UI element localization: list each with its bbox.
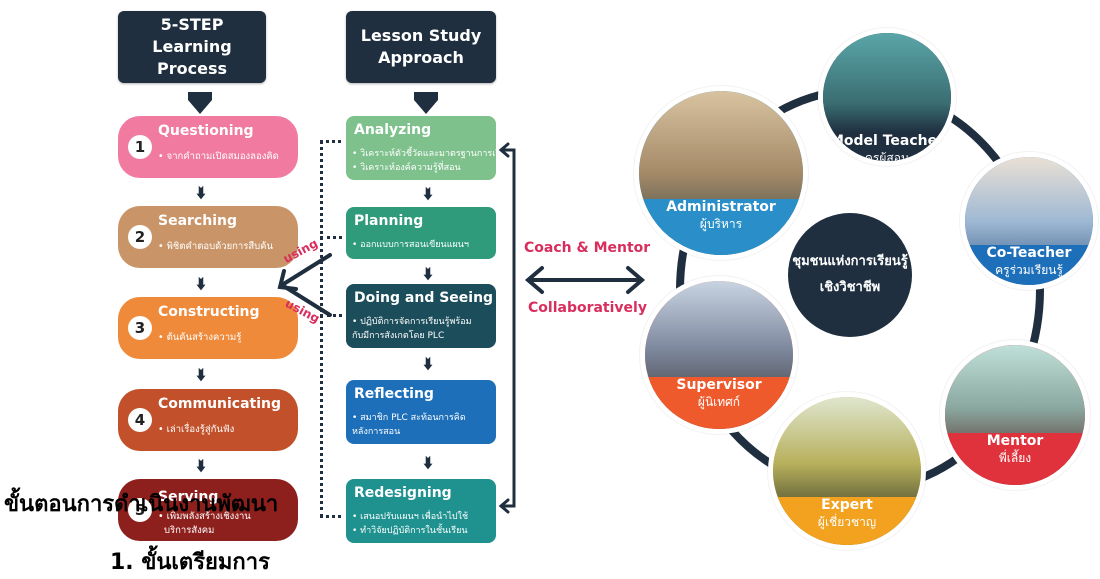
down-arrow-icon: [188, 92, 212, 114]
circle-title: Supervisor: [676, 377, 762, 393]
expert-band: Expert ผู้เชี่ยวชาญ: [773, 497, 921, 545]
double-arrow-icon: [524, 266, 646, 294]
circle-supervisor: Supervisor ผู้นิเทศก์: [640, 276, 798, 434]
down-arrow-icon: 🢛: [196, 456, 206, 477]
administrator-band: Administrator ผู้บริหาร: [639, 199, 803, 255]
down-arrow-icon: 🢛: [423, 354, 433, 375]
ls-line2: กับมีการสังเกตโดย PLC: [352, 331, 445, 341]
ls-line2: หลังการสอน: [352, 427, 401, 437]
co-teacher-band: Co-Teacher ครูร่วมเรียนรู้: [965, 245, 1093, 285]
step-constructing: 3 Constructing • ต้นค้นสร้างความรู้: [118, 297, 298, 359]
step-desc: • เพิ่มพลังสร้างเชิงงาน: [158, 511, 251, 522]
bottom-item: 1. ขั้นเตรียมการ: [110, 550, 270, 575]
step-number: 1: [128, 135, 152, 159]
header-line2: Approach: [378, 48, 464, 67]
ls-title: Reflecting: [354, 386, 434, 402]
collaboratively-label: Collaboratively: [528, 300, 647, 316]
ls-title: Planning: [354, 213, 424, 229]
ls-doing-seeing: Doing and Seeing • ปฏิบัติการจัดการเรียน…: [346, 284, 496, 348]
model-teacher-band: Model Teacher ครูผู้สอน: [823, 133, 951, 165]
circle-administrator: Administrator ผู้บริหาร: [634, 86, 808, 260]
ls-planning: Planning • ออกแบบการสอนเขียนแผนฯ: [346, 207, 496, 259]
step-number: 5: [128, 498, 152, 522]
circle-title: Mentor: [986, 433, 1044, 449]
circle-title: Expert: [821, 497, 873, 513]
step-title: Searching: [158, 213, 237, 229]
dotted-connector-mid: [320, 236, 342, 239]
step-questioning: 1 Questioning • จากคำถามเปิดสมองลองคิด: [118, 116, 298, 178]
ls-line1: • เสนอปรับแผนฯ เพื่อนำไปใช้: [352, 512, 469, 522]
ls-line1: • ปฏิบัติการจัดการเรียนรู้พร้อม: [352, 317, 472, 327]
supervisor-band: Supervisor ผู้นิเทศก์: [645, 377, 793, 429]
circle-model-teacher: Model Teacher ครูผู้สอน: [818, 28, 956, 166]
step-number: 2: [128, 225, 152, 249]
down-arrow-icon: 🢛: [423, 453, 433, 474]
ls-title: Redesigning: [354, 485, 452, 501]
circle-expert: Expert ผู้เชี่ยวชาญ: [768, 392, 926, 550]
center-line2: เชิงวิชาชีพ: [819, 280, 881, 295]
ls-line1: • สมาชิก PLC สะท้อนการคิด: [352, 413, 466, 423]
circle-subtitle: ผู้นิเทศก์: [697, 395, 741, 409]
step-communicating: 4 Communicating • เล่าเรื่องรู้สู่กันฟัง: [118, 389, 298, 451]
step-searching: 2 Searching • พิชิตคำตอบด้วยการสืบค้น: [118, 206, 298, 268]
circle-title: Model Teacher: [829, 133, 945, 149]
down-arrow-icon: 🢛: [423, 264, 433, 285]
step-title: Serving: [158, 489, 219, 505]
circle-co-teacher: Co-Teacher ครูร่วมเรียนรู้: [960, 152, 1098, 290]
circle-subtitle: ผู้เชี่ยวชาญ: [817, 515, 877, 529]
mentor-band: Mentor พี่เลี้ยง: [945, 433, 1085, 485]
ls-analyzing: Analyzing • วิเคราะห์ตัวชี้วัดและมาตรฐาน…: [346, 116, 516, 180]
circle-subtitle: ผู้บริหาร: [699, 217, 743, 231]
ls-reflecting: Reflecting • สมาชิก PLC สะท้อนการคิด หลั…: [346, 380, 496, 444]
step-title: Constructing: [158, 304, 260, 320]
coach-mentor-label: Coach & Mentor: [524, 240, 651, 256]
ls-line1: • ออกแบบการสอนเขียนแผนฯ: [352, 240, 469, 250]
step-desc: • พิชิตคำตอบด้วยการสืบค้น: [158, 241, 274, 252]
down-arrow-icon: 🢛: [196, 183, 206, 204]
circle-subtitle: พี่เลี้ยง: [998, 451, 1032, 465]
down-arrow-icon: 🢛: [423, 184, 433, 205]
header-line1: 5-STEP: [160, 15, 224, 34]
circle-title: Co-Teacher: [986, 245, 1072, 261]
circle-subtitle: ครูผู้สอน: [864, 151, 910, 165]
header-line1: Lesson Study: [360, 26, 482, 45]
feedback-bracket: [498, 142, 516, 514]
ls-title: Analyzing: [354, 122, 432, 138]
step-number: 4: [128, 408, 152, 432]
ls-line1: • วิเคราะห์ตัวชี้วัดและมาตรฐานการเรียนรู…: [352, 149, 517, 159]
circle-title: Administrator: [666, 199, 776, 215]
down-arrow-icon: 🢛: [196, 274, 206, 295]
step-desc-2: บริการสังคม: [164, 525, 215, 536]
header-line2: Learning Process: [152, 37, 232, 78]
step-desc: • จากคำถามเปิดสมองลองคิด: [158, 151, 279, 162]
step-title: Communicating: [158, 396, 282, 412]
step-number: 3: [128, 316, 152, 340]
ls-redesigning: Redesigning • เสนอปรับแผนฯ เพื่อนำไปใช้ …: [346, 479, 496, 543]
step-desc: • ต้นค้นสร้างความรู้: [158, 332, 242, 343]
down-arrow-icon: 🢛: [196, 365, 206, 386]
plc-center-circle: ชุมชนแห่งการเรียนรู้ เชิงวิชาชีพ: [788, 213, 912, 337]
bottom-title: ขั้นตอนการดำเนินงานพัฒนา: [4, 492, 279, 517]
step-title: Questioning: [158, 123, 254, 139]
dotted-connector: [320, 140, 341, 518]
step-serving: 5 Serving • เพิ่มพลังสร้างเชิงงาน บริการ…: [118, 479, 298, 541]
center-line1: ชุมชนแห่งการเรียนรู้: [792, 254, 908, 269]
ls-line2: • วิเคราะห์องค์ความรู้ที่สอน: [352, 163, 461, 173]
learning-process-header: 5-STEP Learning Process: [118, 11, 266, 83]
down-arrow-icon: [414, 92, 438, 114]
dotted-connector-mid2: [320, 314, 342, 317]
ls-title: Doing and Seeing: [354, 290, 494, 306]
ls-line2: • ทำวิจัยปฏิบัติการในชั้นเรียน: [352, 526, 468, 536]
lesson-study-header: Lesson Study Approach: [346, 11, 496, 83]
circle-subtitle: ครูร่วมเรียนรู้: [995, 263, 1063, 277]
circle-mentor: Mentor พี่เลี้ยง: [940, 340, 1090, 490]
step-desc: • เล่าเรื่องรู้สู่กันฟัง: [158, 424, 235, 435]
